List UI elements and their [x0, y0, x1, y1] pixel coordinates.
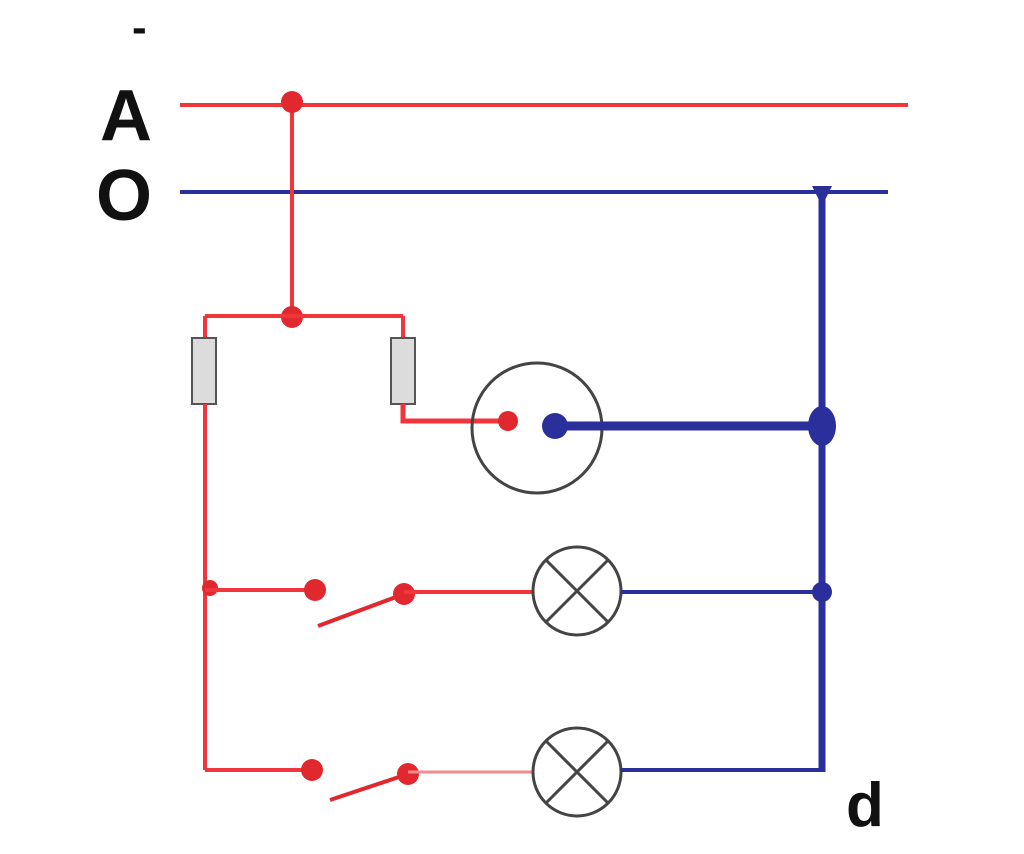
lamp-1-icon: [531, 545, 623, 637]
switch2-blade: [329, 772, 409, 802]
phase-label-a: A: [100, 76, 152, 156]
phase-bus-junction: [281, 91, 303, 113]
fuse-left: [191, 337, 217, 405]
switch2-contact-left: [301, 759, 323, 781]
socket-phase-pin: [498, 411, 518, 431]
socket-neutral-junction: [808, 406, 836, 446]
fuse-right: [390, 337, 416, 405]
lamp-2-icon: [531, 726, 623, 818]
switch1-blade: [317, 592, 405, 628]
neutral-bus-junction: [812, 186, 832, 206]
switch2-contact-right: [397, 763, 419, 785]
lamp1-neutral-junction: [812, 582, 832, 602]
switch1-contact-left: [304, 579, 326, 601]
corner-label-d: d: [846, 771, 884, 840]
socket-phase-wire: [400, 404, 508, 424]
neutral-label-o: O: [96, 156, 152, 236]
top-mark-label: -: [132, 3, 147, 52]
